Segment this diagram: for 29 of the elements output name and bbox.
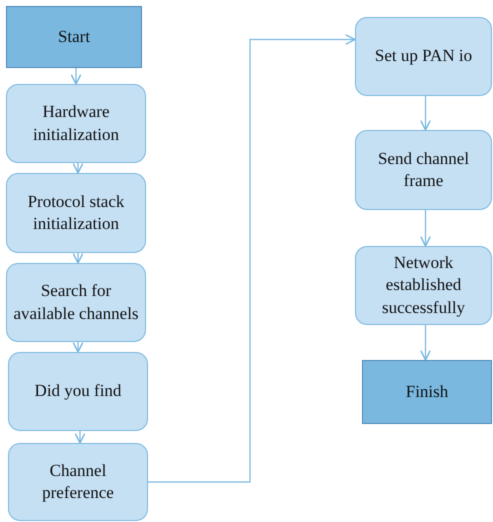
box-label: Search for available channels xyxy=(12,280,140,324)
box-label: Start xyxy=(58,26,90,48)
arrow xyxy=(148,34,356,483)
process-box xyxy=(6,84,146,163)
process-box xyxy=(6,173,146,253)
process-box xyxy=(8,443,148,521)
box-label: Protocol stack initialization xyxy=(26,190,126,235)
box-label: Network established successfully xyxy=(380,252,466,319)
process-box xyxy=(355,17,492,96)
arrow xyxy=(420,210,432,247)
box-label: Did you find xyxy=(34,380,122,402)
process-box xyxy=(355,246,492,325)
arrow xyxy=(420,96,432,131)
process-box xyxy=(355,130,492,210)
arrow xyxy=(74,431,86,444)
box-label: Channel preference xyxy=(41,460,115,504)
arrow xyxy=(420,325,432,361)
process-box xyxy=(8,352,148,431)
box-label: Hardware initialization xyxy=(32,101,120,146)
arrow xyxy=(72,162,84,174)
arrow xyxy=(70,68,82,85)
box-label: Send channel frame xyxy=(376,148,470,192)
box-label: Finish xyxy=(406,380,448,403)
arrow xyxy=(72,252,84,264)
arrow xyxy=(72,342,84,353)
box-label: Set up PAN io xyxy=(374,45,472,68)
process-box xyxy=(6,263,146,342)
terminal-box xyxy=(362,360,492,424)
terminal-box xyxy=(6,6,142,68)
